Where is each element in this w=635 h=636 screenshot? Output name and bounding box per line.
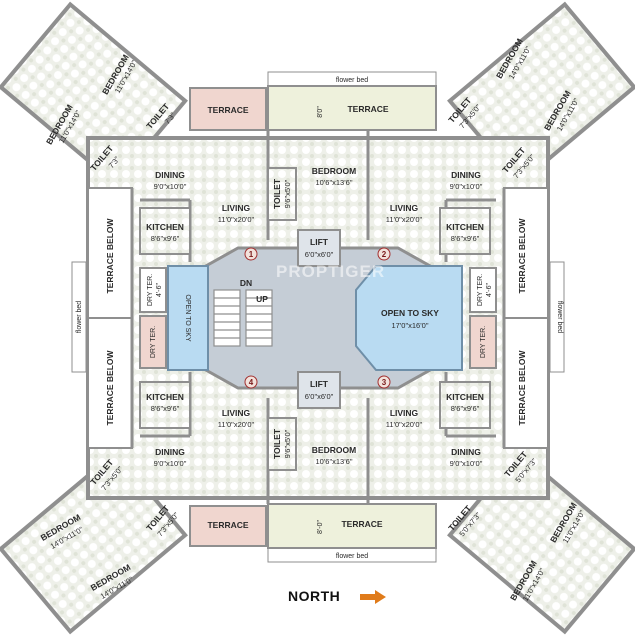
north-arrow-icon [360,590,386,604]
dry-ter-tl-dim: 4'-6" [156,283,163,297]
terrace-below-right-bottom [503,317,549,449]
kitchen-br-label: KITCHEN [446,392,484,402]
bedroom-bottom-center-dim: 10'6"x13'6" [316,457,353,466]
stair-up-label: UP [256,294,268,304]
terrace-below-right-top-label: TERRACE BELOW [517,217,527,293]
dining-tl-label: DINING [155,170,185,180]
dry-ter-bl-label: DRY TER. [150,326,157,358]
kitchen-tr-label: KITCHEN [446,222,484,232]
lift-bottom [297,371,341,409]
flower-bed-right-label: flower bed [556,301,563,333]
flower-bed-top-label: flower bed [336,77,368,84]
open-to-sky-left-label: OPEN TO SKY [184,294,191,342]
kitchen-tr-dim: 8'6"x9'6" [451,234,480,243]
flower-bed-right [549,261,565,373]
living-bl-dim: 11'0"x20'0" [218,420,255,429]
living-tr-dim: 11'0"x20'0" [386,215,423,224]
open-to-sky-left [167,265,209,371]
bedroom-bottom-center-label: BEDROOM [312,445,356,455]
terrace-below-right-top [503,187,549,319]
terrace-bottom-green-label: TERRACE [341,519,382,529]
dining-tr-label: DINING [451,170,481,180]
dry-ter-tr-dim: 4'-6" [486,283,493,297]
kitchen-tl-label: KITCHEN [146,222,184,232]
toilet-top-center-dim: 9'6"x5'0" [283,179,292,208]
lift-top [297,229,341,267]
living-br-dim: 11'0"x20'0" [386,420,423,429]
living-tr-label: LIVING [390,203,419,213]
flat-number-1: 1 [249,250,254,259]
terrace-bottom-pink [189,505,267,547]
lift-bottom-dim: 6'0"x6'0" [305,392,334,401]
living-tl-dim: 11'0"x20'0" [218,215,255,224]
lift-top-dim: 6'0"x6'0" [305,250,334,259]
staircase [213,289,273,347]
dining-bl-dim: 9'0"x10'0" [154,459,187,468]
dry-ter-br [469,315,497,369]
toilet-bottom-center-label: TOILET [272,428,282,459]
watermark-text: PROPTIGER [276,262,386,281]
open-to-sky-right-label: OPEN TO SKY [381,308,439,318]
flower-bed-bottom-label: flower bed [336,553,368,560]
toilet-bottom-center-dim: 9'6"x5'0" [283,429,292,458]
dry-ter-tl-label: DRY TER. [147,274,154,306]
terrace-top-pink-label: TERRACE [207,105,248,115]
flower-bed-left [71,261,87,373]
dry-ter-bl [139,315,167,369]
open-to-sky-right [355,265,463,371]
bedroom-top-center-dim: 10'6"x13'6" [316,178,353,187]
terrace-bottom-dim: 8'-0" [317,520,324,534]
dry-ter-tr-label: DRY TER. [477,274,484,306]
flat-number-2: 2 [382,250,387,259]
lift-bottom-label: LIFT [310,379,329,389]
dry-ter-tl [139,267,167,313]
terrace-top-green-label: TERRACE [347,104,388,114]
terrace-top-green [267,85,437,131]
kitchen-tr [439,207,491,255]
toilet-top-center-label: TOILET [272,178,282,209]
north-label: NORTH [288,588,341,604]
terrace-top-dim: 8'0" [317,106,324,118]
open-to-sky-right-dim: 17'0"x16'0" [392,321,429,330]
terrace-below-right-bottom-label: TERRACE BELOW [517,349,527,425]
toilet-bottom-center [267,417,297,471]
bedroom-top-center-label: BEDROOM [312,166,356,176]
living-bl-label: LIVING [222,408,251,418]
dining-br-dim: 9'0"x10'0" [450,459,483,468]
living-tl-label: LIVING [222,203,251,213]
lift-top-label: LIFT [310,237,329,247]
dining-bl-label: DINING [155,447,185,457]
kitchen-tl [139,207,191,255]
dining-tl-dim: 9'0"x10'0" [154,182,187,191]
dry-ter-br-label: DRY TER. [480,326,487,358]
terrace-below-left-bottom-label: TERRACE BELOW [105,349,115,425]
terrace-bottom-green [267,503,437,549]
dining-br-label: DINING [451,447,481,457]
dry-ter-tr [469,267,497,313]
terrace-bottom-pink-label: TERRACE [207,520,248,530]
toilet-top-center [267,167,297,221]
terrace-below-left-top [87,187,133,319]
kitchen-br-dim: 8'6"x9'6" [451,404,480,413]
kitchen-br [439,381,491,429]
terrace-top-pink [189,87,267,131]
living-br-label: LIVING [390,408,419,418]
flower-bed-left-label: flower bed [76,301,83,333]
stair-dn-label: DN [240,278,252,288]
dining-tr-dim: 9'0"x10'0" [450,182,483,191]
terrace-below-left-top-label: TERRACE BELOW [105,217,115,293]
flat-number-3: 3 [382,378,387,387]
flat-number-4: 4 [249,378,254,387]
kitchen-bl [139,381,191,429]
kitchen-bl-dim: 8'6"x9'6" [151,404,180,413]
kitchen-bl-label: KITCHEN [146,392,184,402]
kitchen-tl-dim: 8'6"x9'6" [151,234,180,243]
